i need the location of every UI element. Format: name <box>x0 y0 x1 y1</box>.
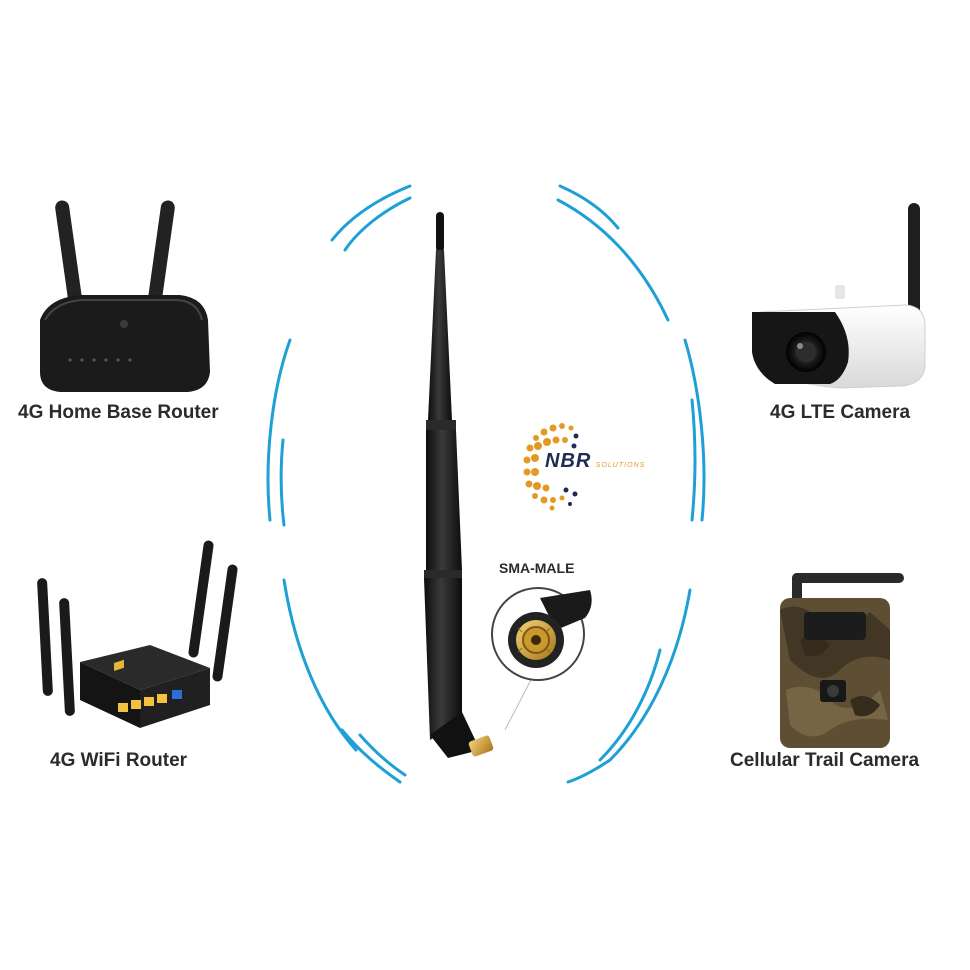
home-router-label: 4G Home Base Router <box>18 402 219 423</box>
signal-arc <box>608 588 692 762</box>
signal-arc <box>598 648 662 762</box>
signal-arc <box>330 184 412 242</box>
security-camera-icon <box>752 203 926 389</box>
signal-arc <box>340 728 402 784</box>
sma-connector-icon <box>491 587 592 731</box>
trail-camera-icon <box>780 573 904 748</box>
ethernet-ports <box>118 690 182 712</box>
nbr-logo-icon <box>523 423 579 511</box>
signal-arc <box>558 184 620 230</box>
signal-arc <box>282 578 358 752</box>
signal-arc <box>566 758 612 784</box>
signal-arc <box>358 733 407 777</box>
logo-secondary-text: SOLUTIONS <box>595 462 646 469</box>
signal-arcs-right <box>556 184 706 784</box>
home-router-icon <box>40 200 210 392</box>
connector-label: SMA-MALE <box>499 560 575 576</box>
signal-arc <box>556 198 670 322</box>
signal-arc <box>343 196 412 252</box>
logo-primary-text: NBR <box>545 450 592 472</box>
antenna-icon <box>424 212 494 758</box>
wifi-router-label: 4G WiFi Router <box>50 750 188 771</box>
lte-camera-label: 4G LTE Camera <box>770 402 911 423</box>
logo-wordmark: NBR SOLUTIONS <box>545 450 645 473</box>
trail-camera-label: Cellular Trail Camera <box>730 750 920 771</box>
signal-arcs-left <box>266 184 412 784</box>
signal-arc <box>690 398 697 522</box>
signal-arc <box>266 338 292 522</box>
signal-arc <box>279 438 286 527</box>
wifi-router-icon <box>37 540 238 728</box>
signal-arc <box>683 338 706 522</box>
